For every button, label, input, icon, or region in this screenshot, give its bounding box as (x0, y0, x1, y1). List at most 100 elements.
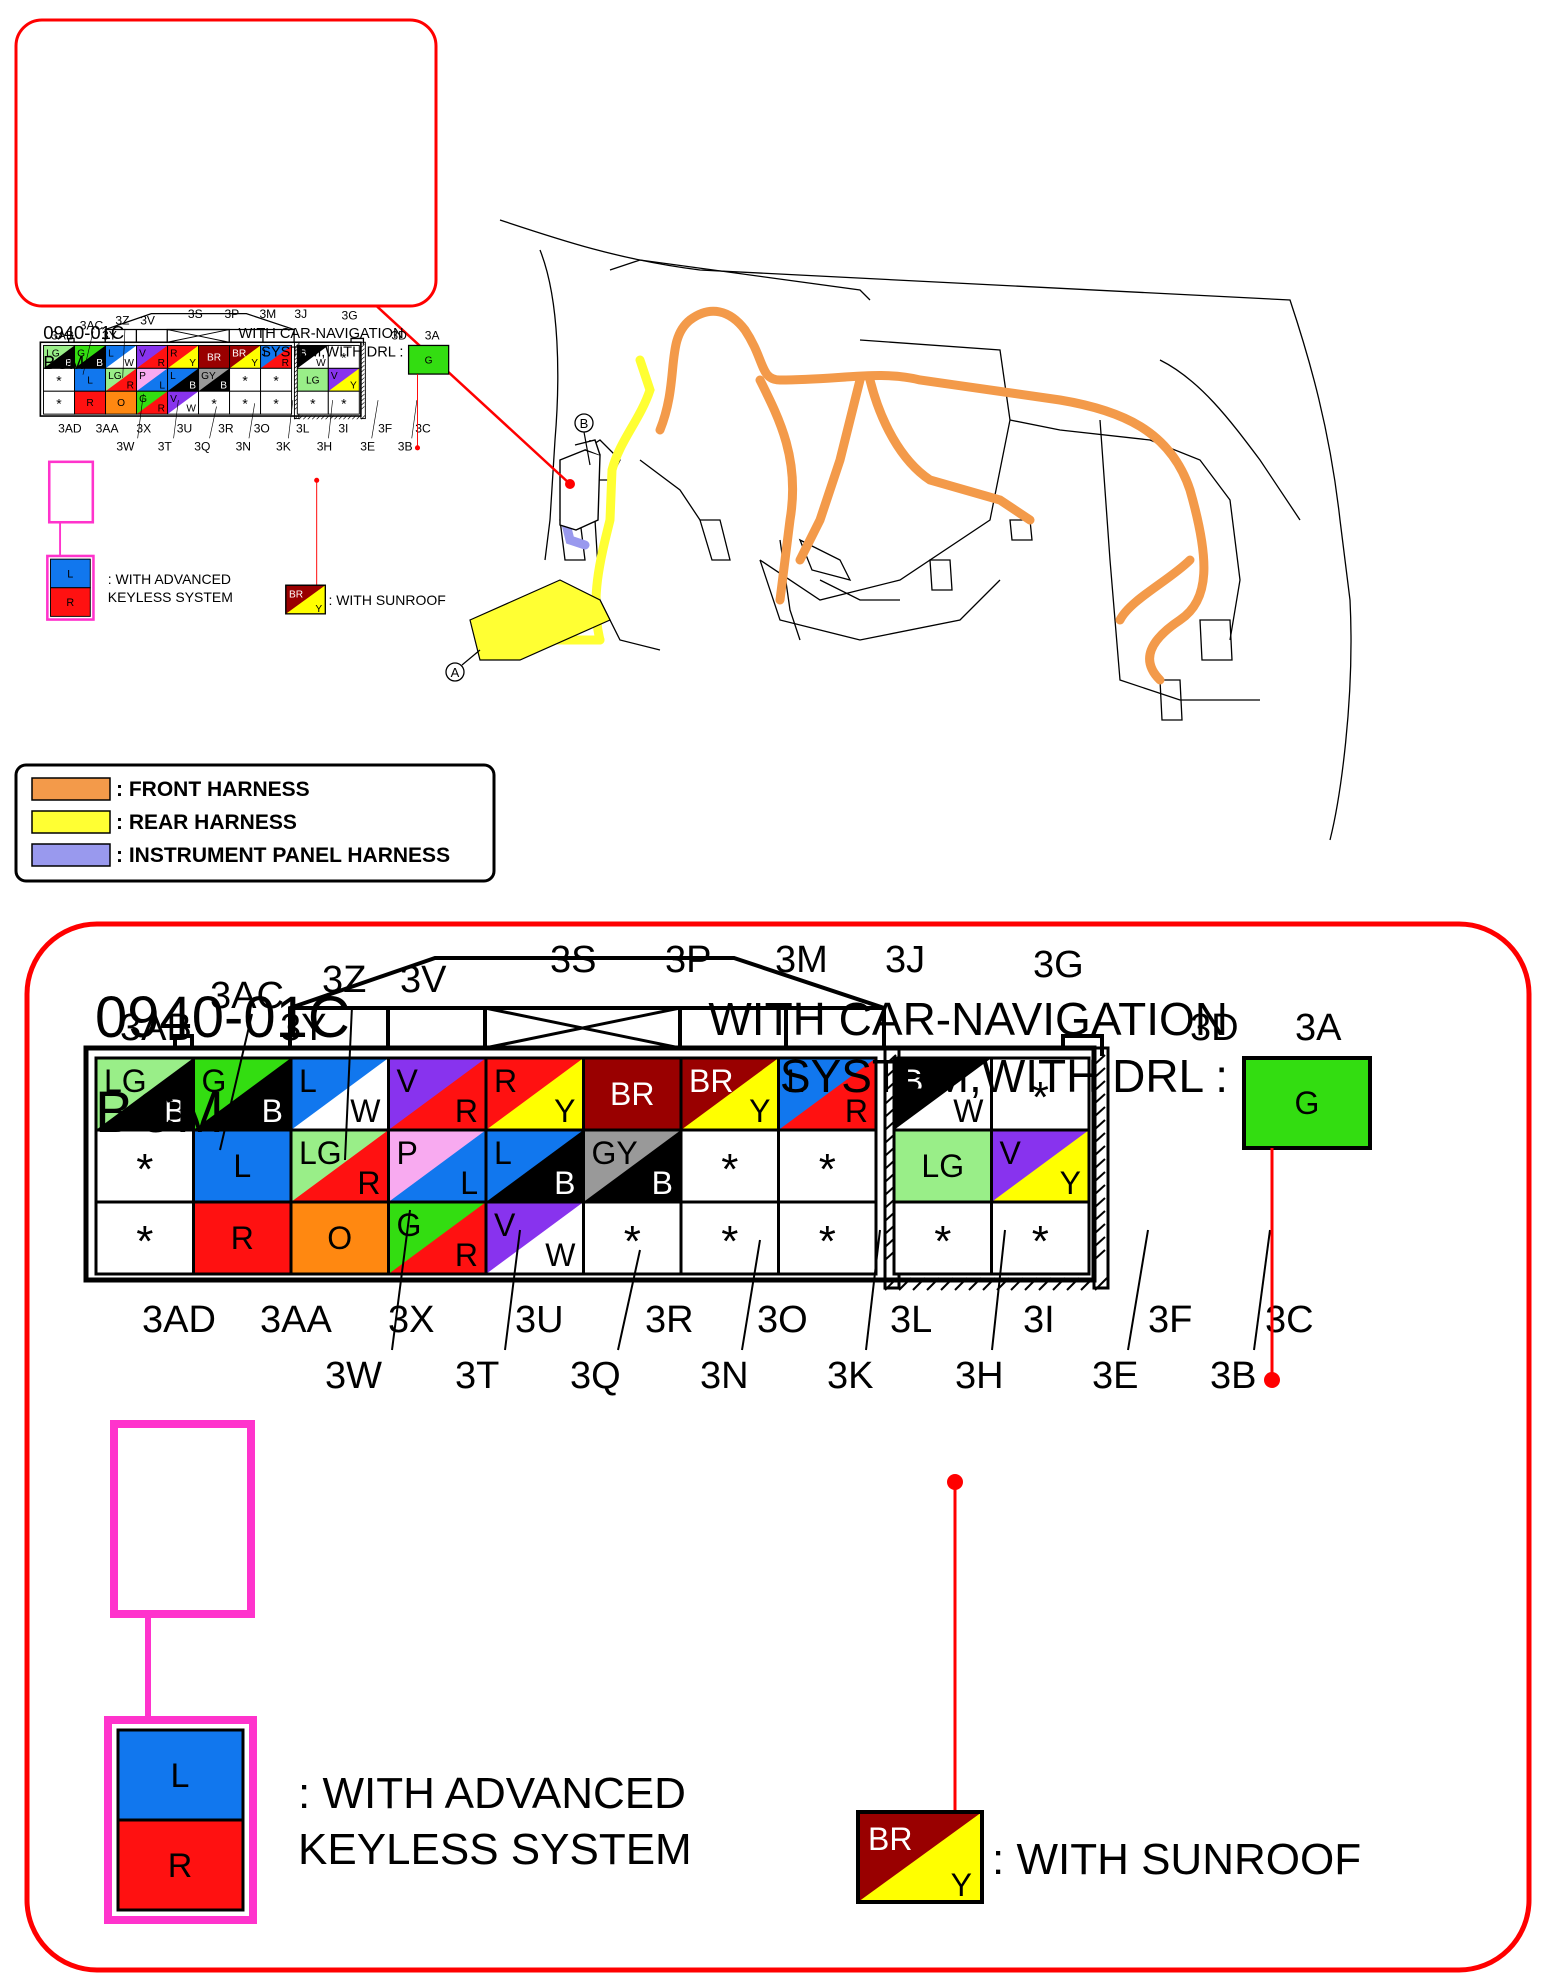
terminal-asterisk: * (136, 1217, 153, 1266)
terminal-label: 3AB (120, 1007, 192, 1049)
terminal-stripe (167, 345, 199, 369)
terminal-color-label: R (170, 348, 177, 359)
terminal-color-label: B (300, 348, 307, 359)
terminal-stripe (105, 368, 137, 392)
sunroof-swatch-stripe (858, 1812, 982, 1902)
sunroof-swatch-border (856, 1810, 984, 1904)
terminal-stripe (388, 1202, 486, 1274)
terminal-0-5: BR (198, 344, 231, 369)
terminal-stripe-label: B (65, 358, 72, 369)
terminal-bg (894, 1130, 992, 1202)
terminal-bg (260, 391, 292, 415)
terminal-color-label: P (139, 371, 146, 382)
terminal-stripe-label: Y (749, 1093, 770, 1129)
leader-line (344, 1005, 353, 1161)
hatch-line (347, 415, 352, 420)
terminal-stripe (291, 1058, 389, 1130)
terminal-2-6: * (679, 1200, 780, 1276)
terminal-1-6: * (229, 367, 262, 392)
terminal-bg (297, 391, 329, 415)
terminal-stripe (167, 391, 199, 415)
terminal-stripe (193, 1058, 291, 1130)
terminal-1-3: PL (387, 1128, 488, 1204)
terminal-color-label: O (327, 1220, 352, 1256)
terminal-label: 3AA (96, 422, 120, 436)
terminal-color-label: LG (306, 375, 320, 386)
leader-line (137, 393, 144, 439)
sunroof-swatch-stripe (285, 585, 326, 614)
keyless-note: : WITH ADVANCED (108, 571, 231, 587)
hatch-line (954, 1277, 968, 1291)
terminal-1-8: LG (892, 1128, 993, 1204)
hatch-line (352, 415, 357, 420)
keyless-swatch-r (50, 587, 91, 617)
legend-swatch (31, 843, 111, 867)
terminal-2-0: * (94, 1200, 195, 1276)
terminal-label: 3N (700, 1355, 749, 1397)
nav-drl-swatch-label: G (1295, 1085, 1320, 1121)
terminal-stripe (105, 345, 137, 369)
terminal-label: 3I (1023, 1299, 1055, 1341)
terminal-color-label: BR (610, 1076, 654, 1112)
terminal-asterisk: * (721, 1145, 738, 1194)
terminal-1-9: VY (990, 1128, 1091, 1204)
terminal-color-label: LG (108, 371, 122, 382)
hatch-line (360, 356, 365, 361)
nav-drl-note: SYSTEM,WITH DRL : (780, 1050, 1228, 1102)
terminal-2-4: VW (484, 1200, 585, 1276)
keyless-note: KEYLESS SYSTEM (108, 589, 233, 605)
terminal-1-1: L (192, 1128, 293, 1204)
terminal-2-7: * (777, 1200, 878, 1276)
terminal-label: 3O (254, 422, 270, 436)
terminal-label: 3U (177, 422, 192, 436)
hatch-line (360, 402, 365, 406)
lock-cross (484, 1006, 681, 1050)
terminal-stripe-label: B (652, 1165, 673, 1201)
nav-drl-callout-dot (414, 445, 421, 451)
terminal-label: 3E (1092, 1355, 1138, 1397)
terminal-0-2: LW (105, 344, 138, 369)
leader-line (328, 400, 333, 439)
terminal-bg (583, 1058, 681, 1130)
terminal-stripe (96, 1058, 194, 1130)
terminal-asterisk: * (819, 1217, 836, 1266)
hatch-line (1093, 1249, 1106, 1261)
terminal-stripe-label: W (953, 1093, 984, 1129)
terminal-stripe-label: B (262, 1093, 283, 1129)
terminal-2-1: R (192, 1200, 293, 1276)
terminal-0-5: BR (582, 1056, 683, 1132)
keyless-highlight (110, 1420, 255, 1618)
terminal-stripe (260, 345, 292, 369)
sunroof-note: : WITH SUNROOF (992, 1835, 1361, 1884)
terminal-stripe-label: R (455, 1093, 478, 1129)
sunroof-swatch-label: BR (868, 1821, 912, 1857)
terminal-1-5: GYB (198, 367, 231, 392)
hatch-line (982, 1277, 996, 1291)
hatch-line (360, 369, 365, 373)
harness-label-b: B (580, 416, 589, 431)
hatch-line (1093, 1145, 1106, 1157)
terminal-stripe (486, 1130, 584, 1202)
hatch-line (1080, 1277, 1094, 1291)
terminal-label: 3V (400, 959, 447, 1001)
terminal-color-label: BR (207, 352, 221, 363)
terminal-color-label: O (117, 398, 125, 409)
hatch-line (325, 415, 330, 420)
terminal-label: 3V (140, 313, 155, 327)
leader-line (411, 400, 418, 439)
terminal-color-label: G (77, 348, 85, 359)
terminal-2-5: * (198, 390, 231, 415)
terminal-0-2: LW (289, 1056, 390, 1132)
terminal-color-label: L (170, 371, 176, 382)
latch-left (68, 337, 75, 343)
terminal-color-label: G (202, 1063, 227, 1099)
terminal-2-3: GR (387, 1200, 488, 1276)
terminal-stripe (291, 1130, 389, 1202)
terminal-color-label: GY (592, 1135, 638, 1171)
terminal-label: 3X (136, 422, 151, 436)
terminal-asterisk: * (721, 1217, 738, 1266)
hatch-line (360, 381, 365, 386)
terminal-color-label: P (397, 1135, 418, 1171)
terminal-color-label: B (902, 1063, 923, 1099)
terminal-bg (583, 1202, 681, 1274)
